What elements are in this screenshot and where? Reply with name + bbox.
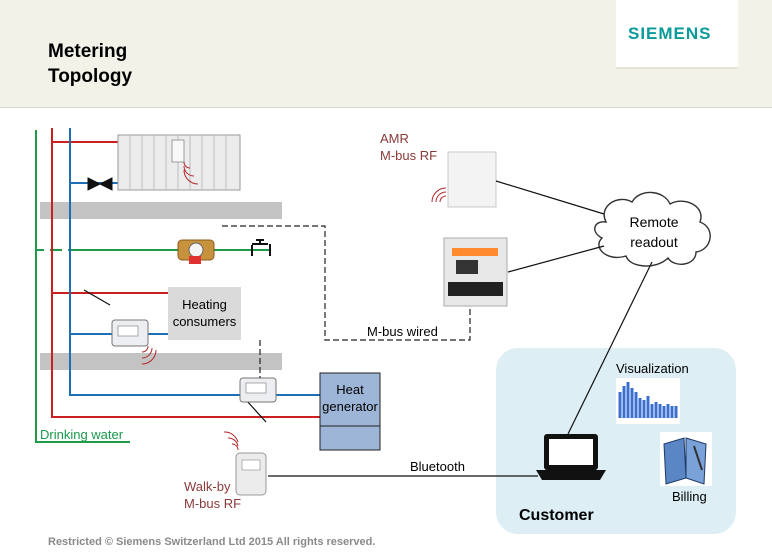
tap-icon — [251, 239, 271, 256]
amr-label-line-1: AMR — [380, 131, 409, 146]
heat-meter-icon — [239, 377, 277, 423]
walkby-label: Walk-by M-bus RF — [184, 478, 241, 512]
heat-generator-box — [319, 372, 381, 451]
valve-icon — [87, 177, 113, 191]
bluetooth-label: Bluetooth — [410, 459, 465, 474]
amr-label: AMR M-bus RF — [380, 130, 437, 164]
pipe-gap-a — [44, 247, 50, 253]
consumer-meter-icon — [83, 289, 157, 365]
return-pipe — [69, 128, 320, 396]
cloud-to-laptop-line — [567, 261, 653, 435]
walkby-label-line-2: M-bus RF — [184, 496, 242, 511]
floor-slab-upper — [40, 202, 282, 219]
title-line-1: Metering — [48, 41, 128, 62]
drinking-water-pipe — [35, 130, 130, 443]
billing-icon — [660, 432, 712, 486]
heat-generator-label: Heat generator — [320, 381, 380, 415]
remote-readout-line-2: readout — [630, 234, 678, 250]
footer-copyright: Restricted © Siemens Switzerland Ltd 201… — [48, 536, 376, 548]
device-to-cloud-line — [507, 245, 605, 273]
mbus-wired-line — [222, 225, 471, 378]
floor-slab-lower — [40, 353, 282, 370]
amr-to-cloud-line — [495, 180, 605, 215]
siemens-logo: SIEMENS — [628, 24, 712, 43]
amr-label-line-2: M-bus RF — [380, 148, 438, 163]
heating-consumers-label: Heating consumers — [168, 296, 241, 330]
walkby-label-line-1: Walk-by — [184, 479, 231, 494]
drinking-water-label: Drinking water — [40, 427, 124, 442]
remote-readout-line-1: Remote — [629, 214, 679, 230]
customer-label: Customer — [519, 507, 594, 524]
logo-box — [616, 0, 738, 69]
billing-label: Billing — [672, 489, 707, 504]
title-line-2: Topology — [48, 66, 133, 87]
amr-receiver-icon — [431, 151, 497, 208]
heating-consumers-line-1: Heating — [182, 297, 227, 312]
supply-pipe — [51, 128, 320, 418]
laptop-icon — [536, 434, 606, 480]
heating-consumers-box — [168, 287, 241, 340]
walkby-device-icon — [223, 431, 267, 496]
visualization-label: Visualization — [616, 361, 689, 376]
water-meter-icon — [177, 239, 215, 264]
visualization-chart-icon — [616, 378, 680, 424]
heat-generator-line-2: generator — [322, 399, 378, 414]
remote-readout-label: Remote readout — [626, 212, 682, 252]
pipe-gap-b — [62, 247, 68, 253]
page-title: Metering Topology — [48, 39, 132, 89]
radiator-icon — [117, 134, 241, 191]
mbus-device-icon — [443, 237, 508, 307]
heating-consumers-line-2: consumers — [172, 314, 237, 329]
mbus-wired-label: M-bus wired — [367, 324, 438, 339]
heat-generator-line-1: Heat — [336, 382, 364, 397]
